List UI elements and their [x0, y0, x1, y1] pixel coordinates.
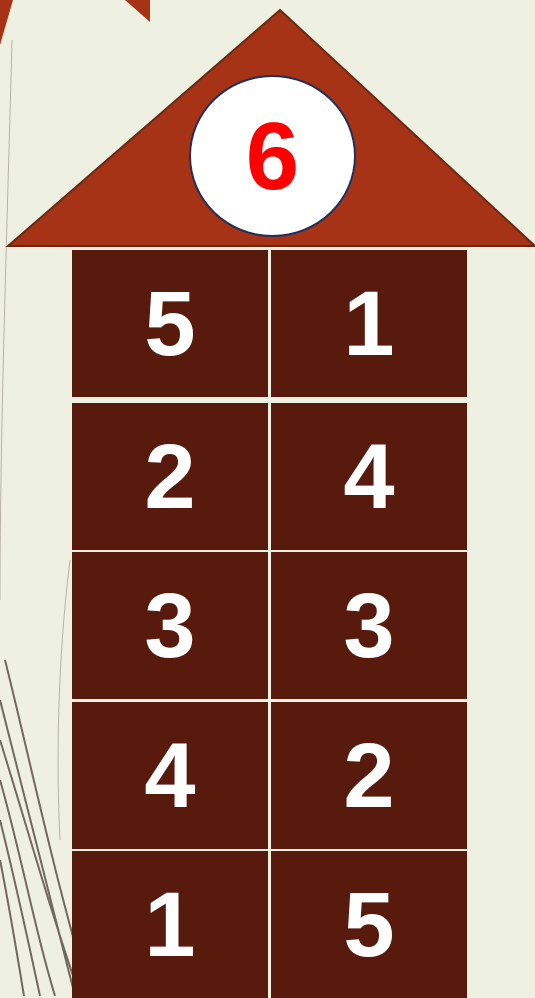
cell-value: 5 — [343, 879, 394, 971]
house-number: 6 — [246, 109, 299, 205]
cell-row5-left: 1 — [72, 851, 268, 998]
cell-value: 1 — [144, 879, 195, 971]
house-body: 5 1 2 4 3 3 4 2 1 5 — [72, 250, 469, 996]
cell-row2-left: 2 — [72, 403, 268, 550]
cell-value: 1 — [343, 278, 394, 370]
cell-row1-left: 5 — [72, 250, 268, 397]
cell-value: 4 — [343, 431, 394, 523]
cell-value: 2 — [343, 730, 394, 822]
cell-row2-right: 4 — [271, 403, 467, 550]
cell-value: 4 — [144, 730, 195, 822]
cell-row5-right: 5 — [271, 851, 467, 998]
cell-row3-left: 3 — [72, 552, 268, 699]
cell-value: 3 — [343, 580, 394, 672]
cell-row4-right: 2 — [271, 702, 467, 849]
cell-value: 3 — [144, 580, 195, 672]
cell-row3-right: 3 — [271, 552, 467, 699]
cell-row4-left: 4 — [72, 702, 268, 849]
cell-value: 5 — [144, 278, 195, 370]
cell-row1-right: 1 — [271, 250, 467, 397]
house-number-circle: 6 — [189, 75, 356, 237]
cell-value: 2 — [144, 431, 195, 523]
